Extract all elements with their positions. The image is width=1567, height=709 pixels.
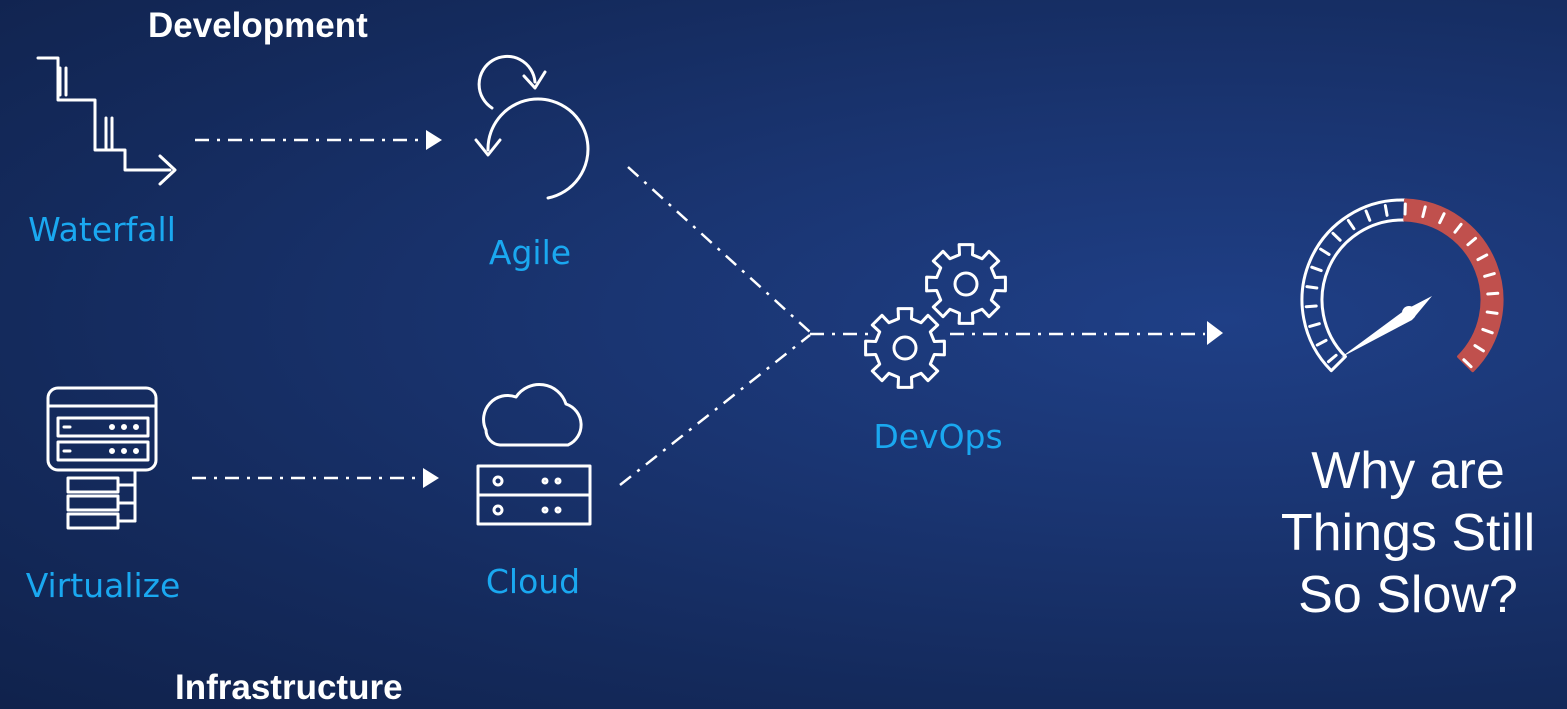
question-text: Why are Things Still So Slow?	[1281, 440, 1535, 626]
development-heading: Development	[148, 6, 368, 45]
connector-cloud-devops	[619, 334, 811, 486]
cloud-label: Cloud	[485, 562, 581, 601]
gauge-tick	[1346, 218, 1356, 231]
connector-agile-devops	[627, 166, 811, 333]
speedometer-icon	[1300, 198, 1504, 373]
gauge-tick	[1315, 338, 1328, 347]
server-stack-icon	[46, 386, 158, 530]
gear-hub	[892, 335, 918, 361]
gauge-tick	[1319, 247, 1331, 256]
gauge-tick	[1310, 265, 1323, 273]
gauge-tick	[1486, 291, 1500, 296]
connector-virtualize-cloud	[192, 468, 439, 488]
gauge-tick	[1364, 209, 1372, 222]
gauge-tick	[1481, 327, 1494, 335]
gauge-needle	[1340, 296, 1432, 358]
cycle-arrows-icon	[474, 55, 590, 200]
gauge-tick	[1453, 222, 1463, 234]
gear-hub	[953, 271, 979, 297]
gauge-red-zone	[1403, 198, 1504, 373]
gauge-tick	[1305, 285, 1319, 290]
waterfall-label: Waterfall	[28, 210, 176, 249]
connector-waterfall-agile	[195, 130, 442, 150]
gauge-tick	[1304, 304, 1318, 309]
gauge-tick	[1473, 344, 1485, 353]
waterfall-steps-icon	[36, 56, 177, 186]
gauge-tick	[1438, 212, 1446, 225]
gauge-tick	[1308, 322, 1321, 328]
gauge-tick	[1383, 203, 1389, 217]
gauge-hub	[1402, 306, 1416, 320]
gauge-tick	[1326, 353, 1338, 364]
gear-shape	[864, 307, 946, 389]
devops-label: DevOps	[873, 417, 1003, 456]
gauge-tick	[1476, 253, 1489, 262]
connector-devops-result	[950, 321, 1223, 345]
gauge-tick	[1485, 310, 1499, 315]
gauge-tick	[1331, 231, 1342, 242]
gauge-tick	[1483, 272, 1496, 278]
cloud-server-icon	[476, 383, 592, 526]
gears-icon	[864, 243, 1007, 389]
question-line-1: Why are	[1311, 442, 1505, 500]
infrastructure-heading: Infrastructure	[175, 668, 403, 707]
gauge-tick	[1466, 236, 1478, 247]
question-line-3: So Slow?	[1298, 566, 1518, 624]
gauge-tick	[1421, 205, 1427, 219]
gauge-tick	[1462, 358, 1473, 369]
question-line-2: Things Still	[1280, 504, 1536, 562]
virtualize-label: Virtualize	[25, 566, 181, 605]
gear-shape	[925, 243, 1007, 325]
agile-label: Agile	[488, 233, 572, 272]
